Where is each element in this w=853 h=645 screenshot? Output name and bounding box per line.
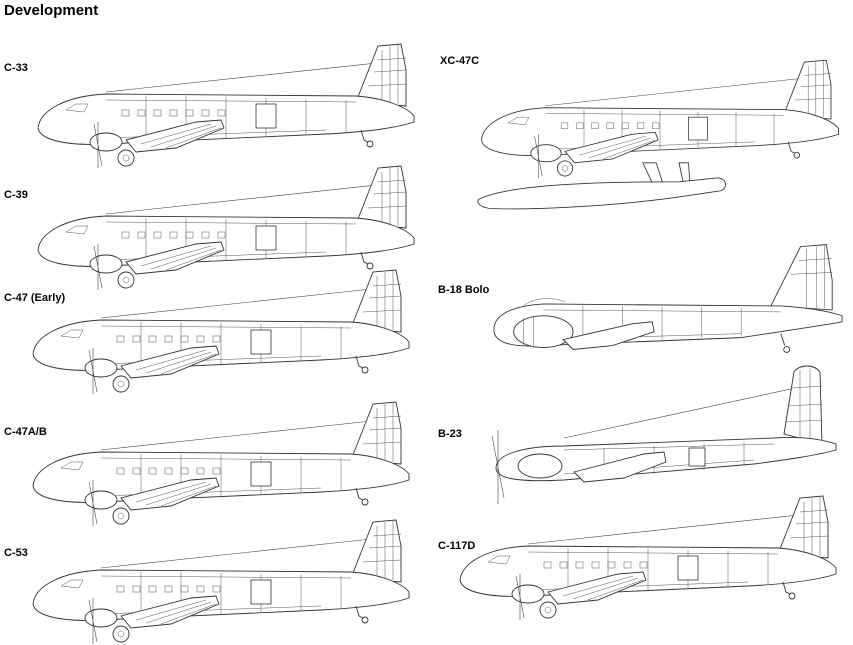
label-c53: C-53 xyxy=(4,547,28,559)
c117d-drawing xyxy=(459,495,837,621)
b23-drawing xyxy=(491,365,837,505)
page-title: Development xyxy=(4,2,99,19)
c47-early-drawing xyxy=(32,269,410,395)
c53-drawing xyxy=(32,519,410,644)
label-b18: B-18 Bolo xyxy=(438,284,490,296)
xc47c-drawing xyxy=(470,52,850,227)
label-b23: B-23 xyxy=(438,428,462,440)
c33-drawing xyxy=(37,43,415,169)
label-c33: C-33 xyxy=(4,62,28,74)
b18-drawing xyxy=(493,244,843,353)
label-c39: C-39 xyxy=(4,189,28,201)
label-c47-early: C-47 (Early) xyxy=(4,292,66,304)
label-c47ab: C-47A/B xyxy=(4,426,47,438)
label-xc47c: XC-47C xyxy=(440,55,480,67)
label-c117d: C-117D xyxy=(438,540,476,552)
